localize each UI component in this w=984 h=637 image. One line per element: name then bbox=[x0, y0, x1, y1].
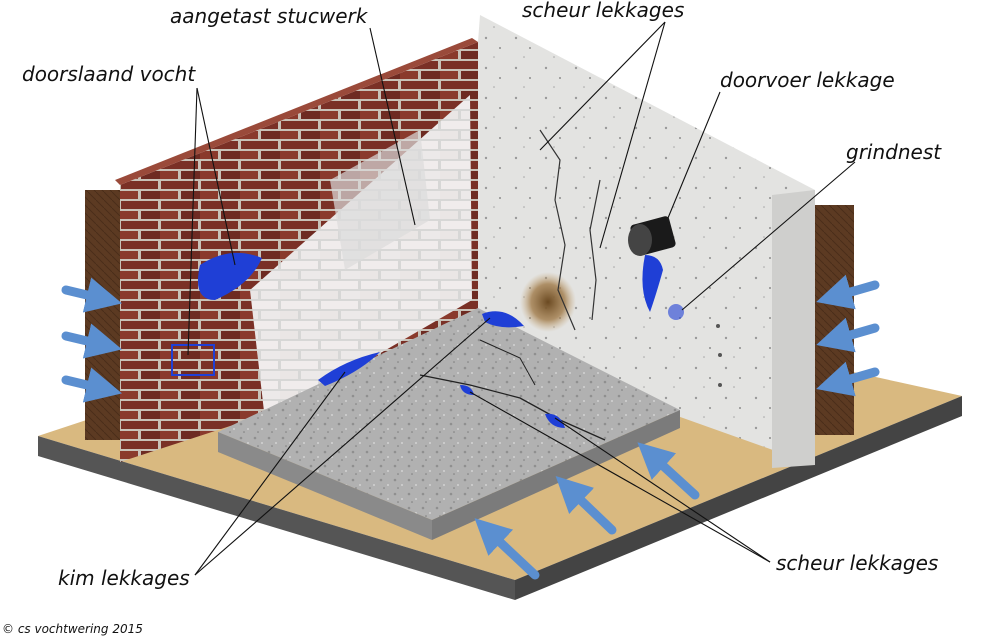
label-crack-leaks-top: scheur lekkages bbox=[522, 0, 685, 22]
leak-brick-lower bbox=[171, 344, 215, 376]
leak-marks bbox=[171, 252, 684, 428]
leak-pipe-drip bbox=[642, 255, 663, 312]
label-gravel-pocket: grindnest bbox=[846, 140, 942, 164]
gravel-pocket-spot bbox=[668, 304, 684, 320]
label-crack-leaks-bottom: scheur lekkages bbox=[776, 551, 939, 575]
label-affected-plaster: aangetast stucwerk bbox=[170, 4, 368, 28]
water-pressure-arrows bbox=[61, 274, 880, 580]
label-joint-leaks: kim lekkages bbox=[58, 566, 190, 590]
floor-slab bbox=[218, 308, 680, 540]
leak-joint-left bbox=[318, 352, 380, 386]
leader-lines bbox=[187, 21, 856, 576]
earth-left bbox=[85, 190, 123, 440]
copyright-text: © cs vochtwering 2015 bbox=[2, 622, 143, 636]
label-pipe-leak: doorvoer lekkage bbox=[720, 68, 895, 92]
leak-joint-corner bbox=[482, 311, 524, 328]
pipe bbox=[628, 216, 676, 256]
leak-floor-crack-2 bbox=[545, 413, 565, 428]
gravel-dots bbox=[716, 324, 722, 387]
moisture-stain bbox=[520, 272, 576, 332]
leak-brick-upper bbox=[197, 252, 262, 300]
label-penetrating-damp: doorslaand vocht bbox=[22, 62, 196, 86]
earth-right bbox=[812, 205, 854, 435]
